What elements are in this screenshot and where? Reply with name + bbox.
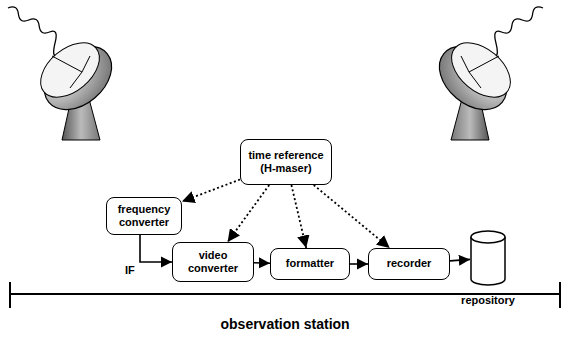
signal-label: IF xyxy=(125,264,135,276)
node-label: video converter xyxy=(179,249,247,275)
antenna xyxy=(0,5,124,140)
data-flow-arrow xyxy=(350,263,368,265)
reference-signal-arrow xyxy=(314,185,390,248)
process-box: video converter xyxy=(172,242,254,282)
node-label: repository xyxy=(461,294,515,307)
repository-cylinder: repository xyxy=(470,230,506,286)
node-label: formatter xyxy=(286,257,334,270)
station-bracket xyxy=(10,282,560,308)
process-box: time reference (H-maser) xyxy=(240,139,332,185)
data-flow-arrow xyxy=(254,262,270,264)
process-box: frequency converter xyxy=(106,197,182,235)
data-flow-arrow xyxy=(140,235,172,262)
reference-signal-arrow xyxy=(228,185,270,242)
process-box: recorder xyxy=(368,248,450,280)
data-flow-arrow xyxy=(450,259,470,261)
reference-signal-arrow xyxy=(291,185,306,248)
node-label: time reference (H-maser) xyxy=(247,149,325,175)
station-caption: observation station xyxy=(221,316,350,332)
node-label: recorder xyxy=(387,257,432,270)
cylinder-shape xyxy=(470,230,506,286)
process-box: formatter xyxy=(270,248,350,280)
reference-signal-arrow xyxy=(182,180,240,202)
node-label: frequency converter xyxy=(113,203,175,229)
